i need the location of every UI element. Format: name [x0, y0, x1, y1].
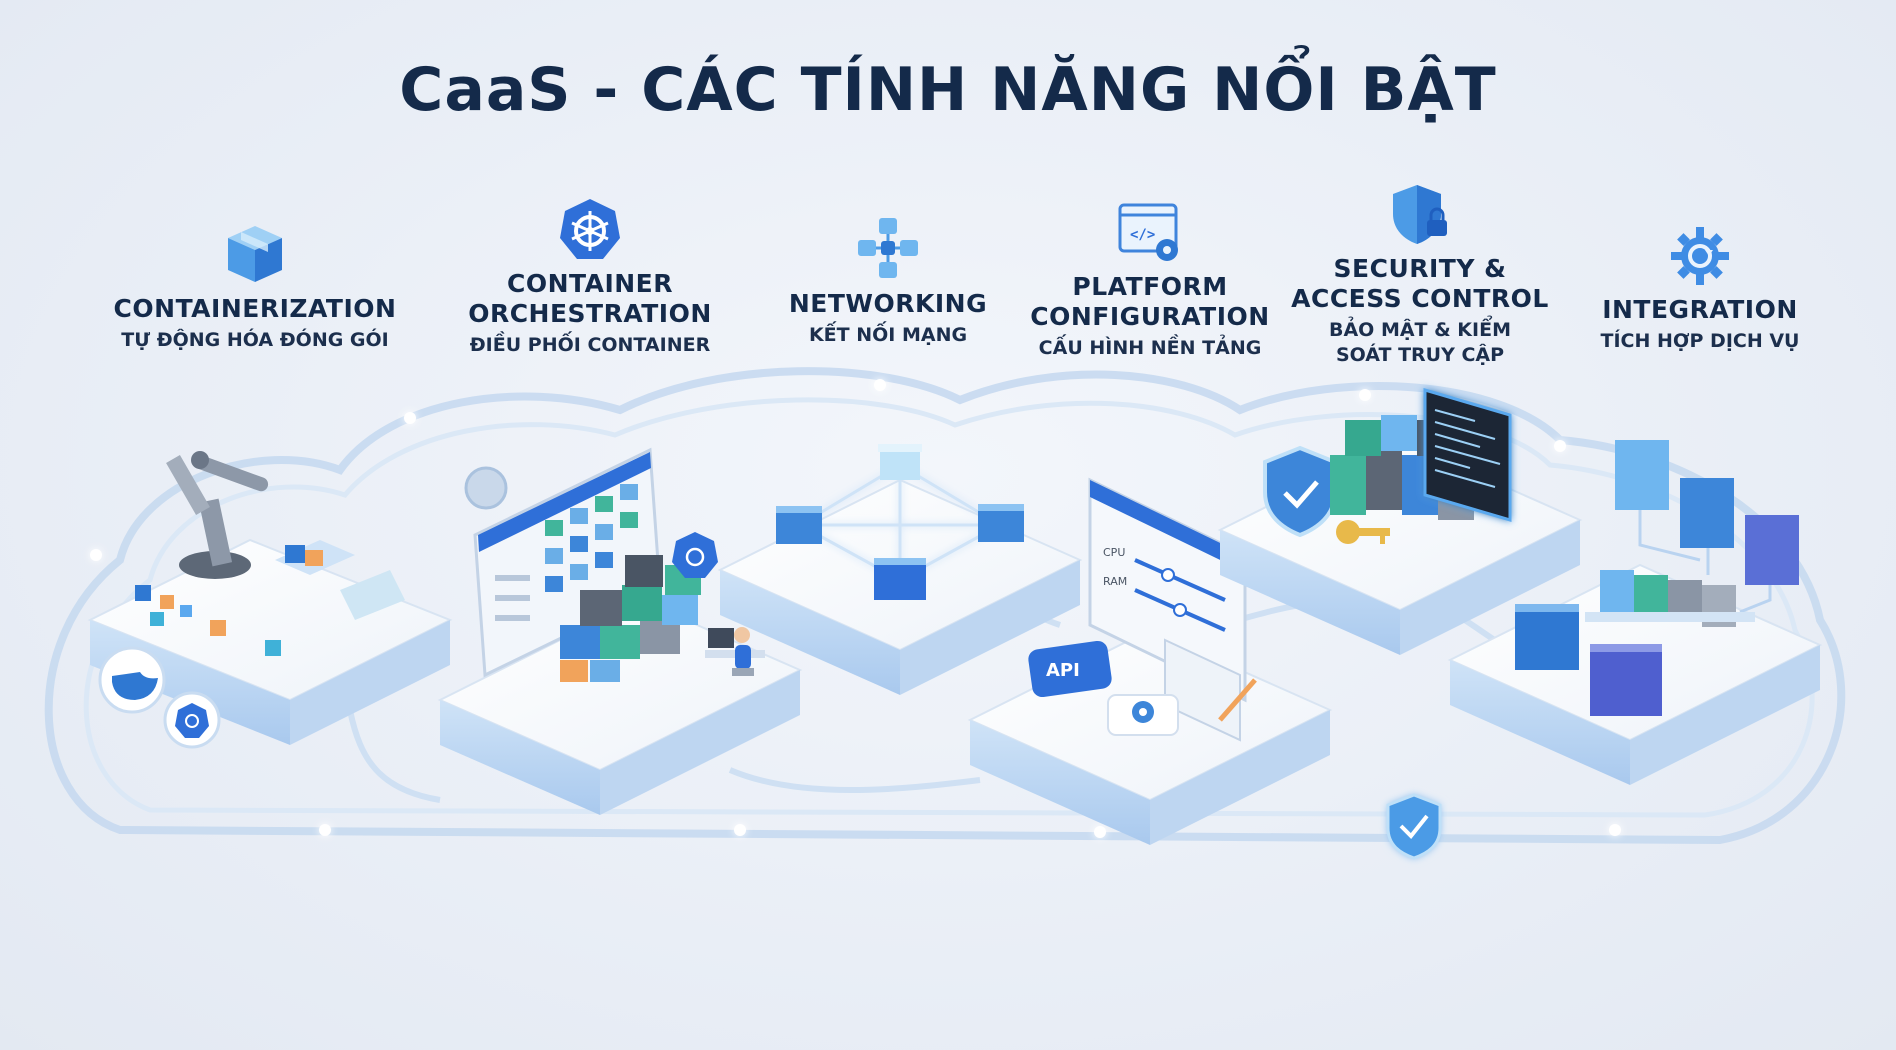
service-blocks	[1615, 440, 1799, 585]
container-stack	[1585, 570, 1755, 627]
feature-integration: INTEGRATION TÍCH HỢP DỊCH VỤ	[1560, 225, 1840, 354]
person-at-desk	[705, 627, 765, 676]
kubernetes-icon	[560, 199, 620, 259]
feature-subtitle: ĐIỀU PHỐI CONTAINER	[469, 334, 711, 356]
feature-subtitle: BẢO MẬT & KIỂM SOÁT TRUY CẬP	[1328, 319, 1511, 366]
code-terminal	[1423, 387, 1512, 523]
api-label: API	[1046, 660, 1080, 681]
feature-subtitle: CẤU HÌNH NỀN TẢNG	[1038, 337, 1262, 359]
platform-configuration: CPU RAM API	[967, 477, 1333, 845]
robot-arm	[166, 451, 269, 579]
network-nodes-icon	[858, 218, 918, 278]
kubernetes-badge-icon	[672, 532, 718, 578]
feature-container-orchestration: CONTAINER ORCHESTRATION ĐIỀU PHỐI CONTAI…	[440, 197, 740, 358]
small-containers	[135, 585, 281, 656]
shield-check-icon	[1263, 445, 1337, 538]
kubernetes-badge-icon	[163, 691, 221, 749]
feature-platform-configuration: </> PLATFORM CONFIGURATION CẤU HÌNH NỀN …	[1015, 202, 1285, 361]
integration-cube	[1515, 604, 1579, 670]
shield-lock-icon	[1393, 185, 1447, 244]
feature-security-access-control: SECURITY & ACCESS CONTROL BẢO MẬT & KIỂM…	[1275, 182, 1565, 368]
network-cube	[776, 506, 822, 544]
feature-subtitle: TÍCH HỢP DỊCH VỤ	[1600, 330, 1800, 352]
box-icon	[228, 226, 282, 282]
feature-subtitle: KẾT NỐI MẠNG	[808, 324, 968, 346]
network-cube	[978, 504, 1024, 542]
network-cube	[878, 444, 922, 480]
config-window: CPU RAM	[1088, 477, 1247, 703]
cpu-label: CPU	[1103, 546, 1125, 559]
feature-title: PLATFORM CONFIGURATION	[1030, 272, 1270, 331]
gear-icon	[1107, 694, 1179, 736]
feature-containerization: CONTAINERIZATION TỰ ĐỘNG HÓA ĐÓNG GÓI	[105, 220, 405, 353]
gear-sync-icon	[1671, 227, 1729, 285]
api-badge: API	[1028, 640, 1112, 698]
feature-title: INTEGRATION	[1602, 295, 1798, 324]
shield-check-icon	[1386, 793, 1442, 860]
platform-security	[1217, 387, 1583, 655]
platform-orchestration	[437, 447, 803, 815]
key-icon	[1336, 520, 1390, 544]
page-title: CaaS - CÁC TÍNH NĂNG NỔI BẬT	[399, 55, 1497, 125]
platform-containerization	[87, 451, 453, 749]
integration-cube	[1590, 644, 1662, 716]
pipe-junction	[464, 466, 508, 510]
container-stack	[1330, 415, 1474, 520]
feature-title: CONTAINER ORCHESTRATION	[468, 269, 712, 328]
feature-subtitle: TỰ ĐỘNG HÓA ĐÓNG GÓI	[121, 329, 389, 351]
glow-nodes	[90, 379, 1621, 838]
svg-text:</>: </>	[1130, 227, 1155, 243]
code-window-gear-icon: </>	[1118, 203, 1178, 261]
feature-networking: NETWORKING KẾT NỐI MẠNG	[748, 215, 1028, 348]
docker-icon	[98, 646, 166, 714]
ram-label: RAM	[1103, 575, 1127, 588]
feature-title: NETWORKING	[788, 289, 988, 318]
feature-title: SECURITY & ACCESS CONTROL	[1291, 254, 1549, 313]
network-cube	[874, 558, 926, 600]
feature-title: CONTAINERIZATION	[113, 294, 397, 323]
platform-networking	[717, 444, 1083, 695]
platform-integration	[1447, 440, 1823, 785]
